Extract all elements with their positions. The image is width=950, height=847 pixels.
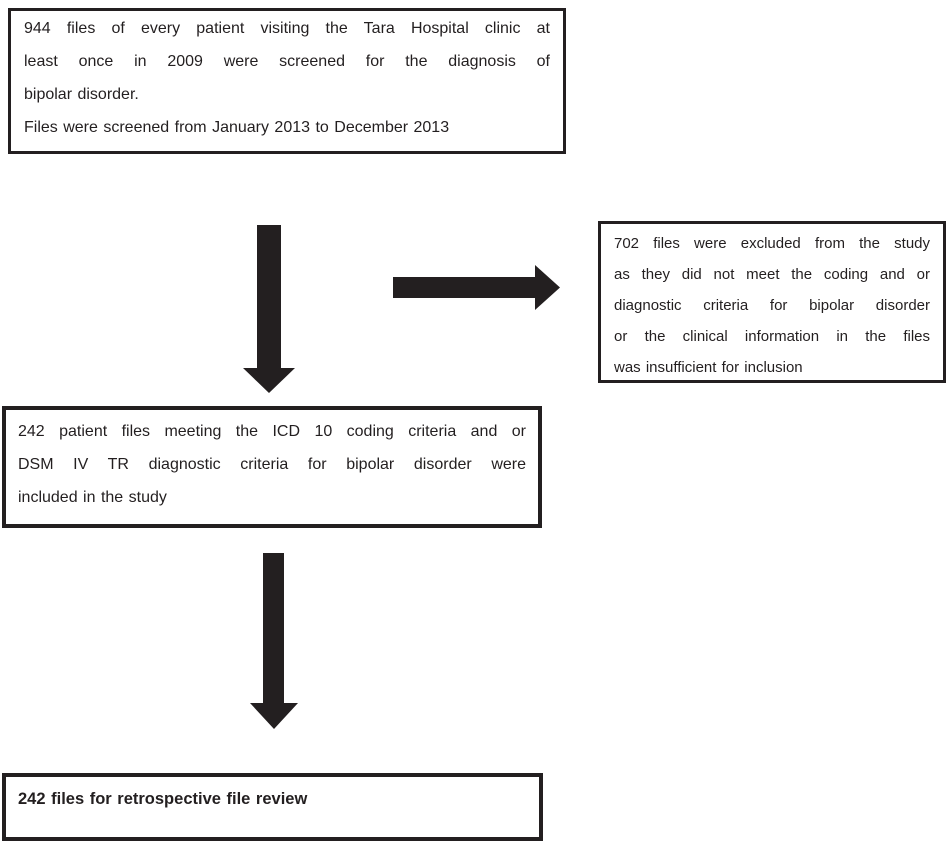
box-excluded-files: 702 files were excluded from the study a… [598,221,946,383]
box-included-line-2: DSM IV TR diagnostic criteria for bipola… [18,456,526,473]
arrow-down-bottom-icon [250,553,298,729]
box-screened-line-3: bipolar disorder. [24,86,139,103]
box-retrospective-review: 242 files for retrospective file review [2,773,543,841]
box-included-files: 242 patient files meeting the ICD 10 cod… [2,406,542,528]
arrow-right-icon [393,265,560,310]
box-included-line-3: included in the study [18,489,167,506]
box-excluded-line-3: diagnostic criteria for bipolar disorder [614,297,930,314]
box-screened-line-1: 944 files of every patient visiting the … [24,20,550,37]
box-excluded-line-2: as they did not meet the coding and or [614,266,930,283]
box-screened-line-2: least once in 2009 were screened for the… [24,53,550,70]
box-included-line-1: 242 patient files meeting the ICD 10 cod… [18,423,526,440]
box-excluded-line-4: or the clinical information in the files [614,328,930,345]
box-excluded-line-1: 702 files were excluded from the study [614,235,930,252]
box-screened-files: 944 files of every patient visiting the … [8,8,566,154]
box-review-line-1: 242 files for retrospective file review [18,790,308,808]
arrow-down-top-icon [243,225,295,393]
box-screened-line-4: Files were screened from January 2013 to… [24,119,450,136]
box-excluded-line-5: was insufficient for inclusion [614,359,803,376]
